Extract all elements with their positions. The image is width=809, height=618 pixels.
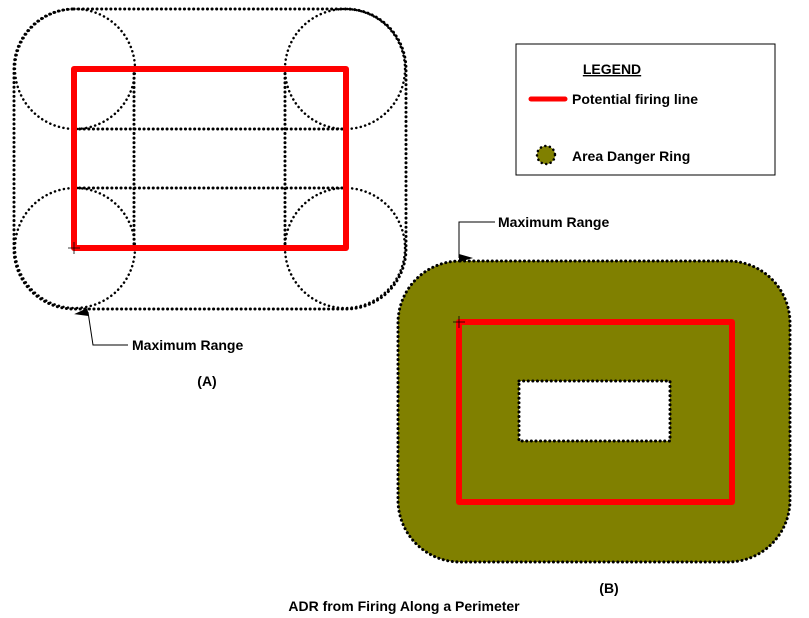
panel-a-label: (A) bbox=[197, 373, 216, 389]
panel-b-label: (B) bbox=[599, 580, 618, 596]
max-range-label-a: Maximum Range bbox=[132, 337, 243, 353]
max-range-boundary-b bbox=[396, 259, 792, 564]
max-range-leader-b bbox=[458, 221, 495, 262]
firing-line-b bbox=[456, 319, 735, 505]
inner-safe-area bbox=[519, 381, 670, 441]
max-range-boundary-a bbox=[12, 7, 408, 311]
legend-firing-line-label: Potential firing line bbox=[572, 91, 698, 107]
max-range-leader-a bbox=[74, 308, 128, 346]
diagram-caption: ADR from Firing Along a Perimeter bbox=[288, 598, 520, 614]
firing-line-a bbox=[71, 66, 349, 251]
legend-danger-ring-swatch bbox=[537, 146, 555, 164]
legend-danger-ring-label: Area Danger Ring bbox=[572, 148, 690, 164]
legend-box bbox=[515, 43, 776, 176]
crosshair-marker-a bbox=[68, 242, 80, 254]
panel-a: Maximum Range (A) bbox=[12, 7, 408, 389]
max-range-label-b: Maximum Range bbox=[498, 214, 609, 230]
inner-safe-boundary bbox=[517, 379, 672, 443]
legend: LEGEND Potential firing line Area Danger… bbox=[515, 43, 776, 176]
panel-b: Maximum Range (B) bbox=[396, 214, 792, 596]
legend-title: LEGEND bbox=[583, 61, 641, 77]
crosshair-marker-b bbox=[453, 316, 465, 328]
